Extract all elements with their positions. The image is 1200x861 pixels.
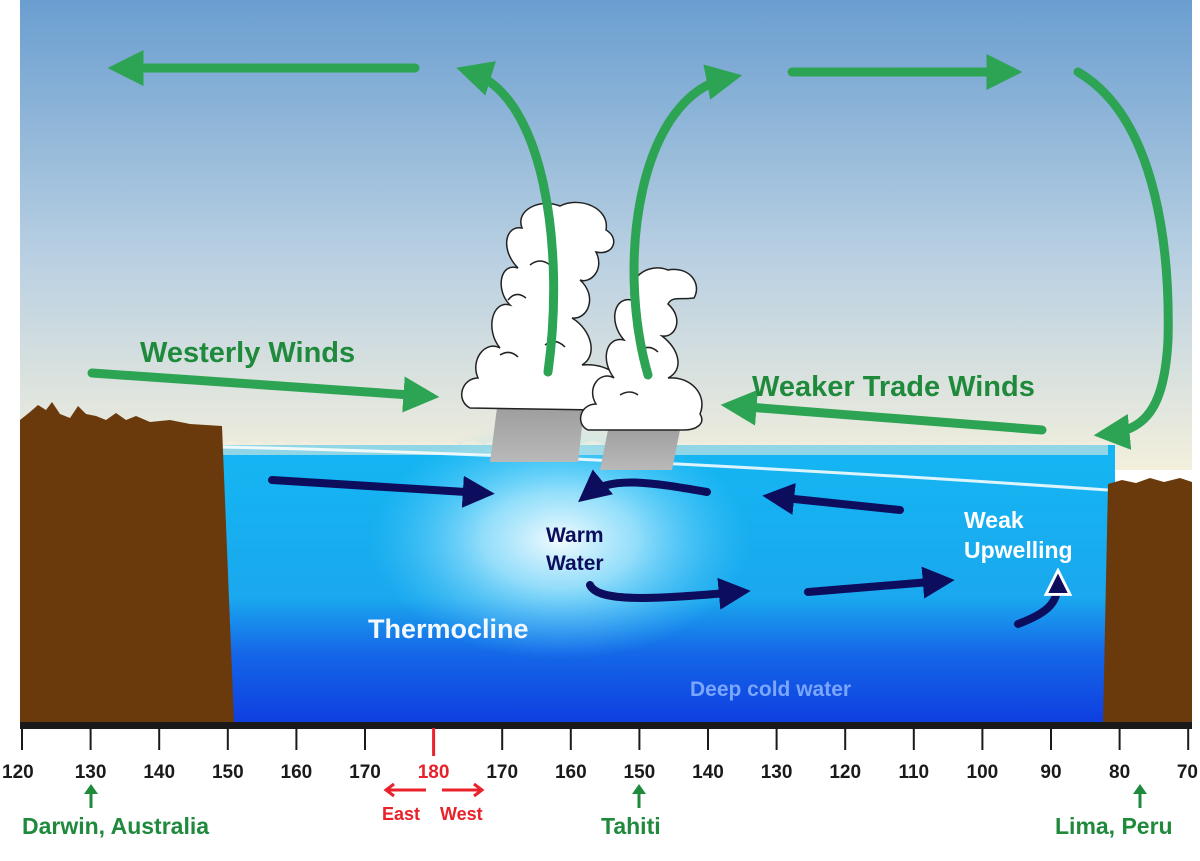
current-arrow-warm-water-east [586, 577, 751, 610]
thermocline-label: Thermocline [368, 614, 529, 644]
darwin-australia-label: Darwin, Australia [22, 813, 209, 839]
west-label: West [440, 804, 483, 824]
tahiti-label: Tahiti [601, 813, 661, 839]
rain-shaft-right [600, 420, 682, 470]
axis-tick-label-12: 120 [829, 762, 861, 783]
weaker-trade-winds-label: Weaker Trade Winds [752, 371, 1035, 403]
axis-tick-label-4: 160 [281, 762, 313, 783]
weak-upwelling-label-line1: Weak [964, 507, 1024, 533]
sinking-air-arrow-east [1073, 67, 1173, 450]
current-arrow-curving-down [578, 469, 711, 503]
axis-tick-label-5: 170 [349, 762, 381, 783]
axis-tick-label-7: 170 [486, 762, 518, 783]
axis-tick-label-9: 150 [624, 762, 656, 783]
warm-water-label-line1: Warm [546, 524, 604, 547]
east-label: East [382, 804, 420, 824]
location-marker-darwin [84, 784, 98, 808]
current-arrow-west-surface [762, 483, 904, 515]
axis-tick-label-1: 130 [75, 762, 107, 783]
axis-tick-label-14: 100 [967, 762, 999, 783]
east-west-indicator [383, 782, 485, 798]
weaker-trade-winds-arrow [720, 389, 1047, 435]
location-marker-lima [1133, 784, 1147, 808]
axis-tick-label-11: 130 [761, 762, 793, 783]
axis-tick-label-13: 110 [898, 762, 929, 783]
axis-tick-marks [21, 728, 1190, 756]
land-australia [20, 402, 234, 722]
axis-tick-label-6: 180 [418, 762, 450, 783]
wind-arrows [87, 50, 1173, 450]
rising-air-arrow-right [629, 64, 743, 380]
axis-tick-label-8: 160 [555, 762, 587, 783]
lima-peru-label: Lima, Peru [1055, 813, 1173, 839]
weak-upwelling-label-line2: Upwelling [964, 537, 1073, 563]
axis-baseline [20, 722, 1192, 729]
weak-upwelling-arrow [1014, 580, 1058, 628]
axis-tick-label-15: 90 [1040, 762, 1061, 783]
axis-tick-labels: 120 130 140 150 160 170 180 170 160 150 140 130 120 1… [2, 762, 1198, 783]
westerly-winds-arrow [87, 368, 440, 413]
land-south-america [1103, 478, 1192, 722]
axis-tick-label-3: 150 [212, 762, 244, 783]
current-arrow-deep-east [804, 566, 955, 599]
deep-cold-water-label: Deep cold water [690, 678, 851, 701]
axis-tick-label-2: 140 [143, 762, 175, 783]
current-arrow-east-to-warm-pool [268, 475, 495, 508]
axis-tick-label-0: 120 [2, 762, 34, 783]
westerly-winds-label: Westerly Winds [140, 337, 355, 369]
warm-water-label-line2: Water [546, 552, 604, 575]
rain-shaft-left [490, 400, 585, 462]
ocean-current-arrows [268, 469, 955, 610]
rising-air-arrow-left [456, 61, 559, 377]
axis-tick-label-16: 80 [1109, 762, 1130, 783]
axis-tick-label-10: 140 [692, 762, 724, 783]
axis-tick-label-17: 70 [1177, 762, 1198, 783]
location-marker-tahiti [632, 784, 646, 808]
